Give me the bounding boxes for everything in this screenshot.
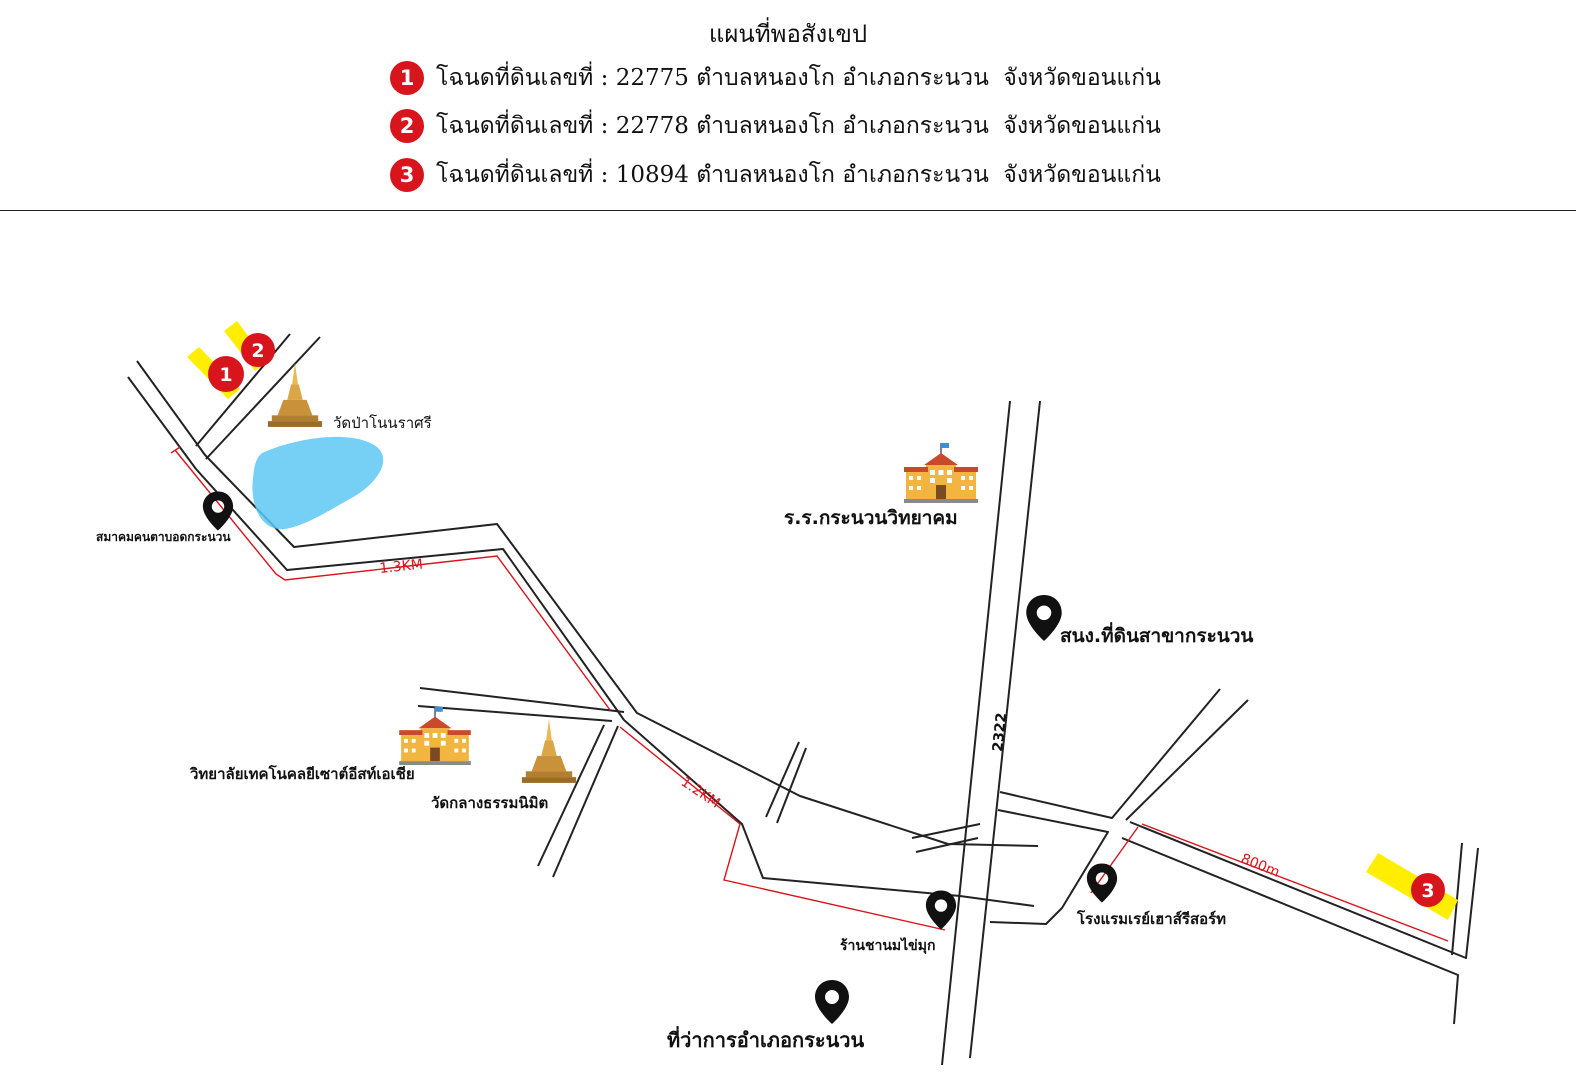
school-icon bbox=[904, 442, 978, 503]
map-header: แผนที่พอสังเขป 1 โฉนดที่ดินเลขที่ : 2277… bbox=[0, 0, 1576, 212]
distance-line-1 bbox=[174, 449, 611, 711]
pond bbox=[252, 436, 384, 530]
hotel-pin-icon bbox=[1086, 863, 1118, 903]
plot-badge-2-label: 2 bbox=[251, 340, 264, 362]
temple-north-label: วัดป่าโนนราศรี bbox=[333, 414, 432, 432]
map-title: แผนที่พอสังเขป bbox=[708, 20, 868, 48]
plot-badge-3 bbox=[1411, 873, 1445, 907]
deed-badge-2: 2 bbox=[390, 109, 424, 143]
tea-shop-label: ร้านชานมไข่มุก bbox=[840, 936, 935, 954]
tea-shop-pin-icon bbox=[925, 890, 957, 930]
distance-label-3: 800m bbox=[1239, 851, 1282, 881]
plot-badge-1 bbox=[208, 356, 244, 392]
road-east-long-a bbox=[1125, 699, 1249, 821]
road-2322-east bbox=[969, 400, 1041, 1059]
deed-badge-1: 1 bbox=[390, 61, 424, 95]
plot-badge-1-label: 1 bbox=[219, 364, 232, 386]
hotel-label: โรงแรมเรย์เฮาส์รีสอร์ท bbox=[1076, 909, 1226, 928]
temple-mid-icon bbox=[521, 719, 577, 783]
district-office-label: ที่ว่าการอำเภอกระนวน bbox=[667, 1025, 864, 1052]
deed-row-3: 3 โฉนดที่ดินเลขที่ : 10894 ตำบลหนองโก อำ… bbox=[390, 155, 1161, 195]
college-icon bbox=[398, 706, 472, 765]
deed-text-2: โฉนดที่ดินเลขที่ : 22778 ตำบลหนองโก อำเภ… bbox=[436, 113, 1161, 139]
road-east-south-edge bbox=[989, 809, 1109, 925]
road-short-west-a bbox=[911, 823, 981, 839]
distance-line-3 bbox=[1141, 823, 1449, 942]
road-south-b bbox=[552, 725, 619, 878]
distance-label-2: 1.2KM bbox=[678, 774, 723, 812]
district-office-pin-icon bbox=[815, 980, 849, 1024]
temple-mid-label: วัดกลางธรรมนิมิต bbox=[431, 794, 548, 812]
deed-badge-3: 3 bbox=[390, 158, 424, 192]
header-divider bbox=[0, 210, 1576, 211]
distance-line-3-tick bbox=[1090, 826, 1139, 894]
distance-tick bbox=[170, 446, 181, 454]
plot-badge-3-label: 3 bbox=[1421, 880, 1434, 902]
road-number-label: 2322 bbox=[990, 712, 1010, 752]
land-office-pin-icon bbox=[1026, 595, 1062, 641]
deed-row-1: 1 โฉนดที่ดินเลขที่ : 22775 ตำบลหนองโก อำ… bbox=[390, 58, 1161, 98]
road-2322-west bbox=[941, 400, 1011, 1066]
road-short-west-b bbox=[915, 837, 979, 853]
road-east-north-edge bbox=[999, 688, 1221, 819]
road-north-branch-b bbox=[205, 336, 321, 460]
road-east-long-north bbox=[1129, 821, 1479, 959]
association-label: สมาคมคนตาบอดกระนวน bbox=[96, 530, 231, 544]
road-west-a bbox=[419, 687, 625, 713]
plot-1-2: 2 1 bbox=[187, 321, 275, 399]
road-east-long-south bbox=[1121, 837, 1459, 1025]
road-east-end-a bbox=[1451, 842, 1463, 956]
school-label: ร.ร.กระนวนวิทยาคม bbox=[784, 507, 958, 529]
temple-north-icon bbox=[267, 363, 323, 427]
association-pin-icon bbox=[202, 491, 234, 531]
college-label: วิทยาลัยเทคโนคลยีเซาต์อีสท์เอเชีย bbox=[189, 764, 414, 783]
road-west-b bbox=[417, 705, 613, 722]
road-ne-spur-a bbox=[765, 741, 800, 818]
distance-label-1: 1.3KM bbox=[379, 557, 424, 577]
deed-row-2: 2 โฉนดที่ดินเลขที่ : 22778 ตำบลหนองโก อำ… bbox=[390, 106, 1161, 146]
road-south-a bbox=[537, 724, 605, 867]
deed-text-1: โฉนดที่ดินเลขที่ : 22775 ตำบลหนองโก อำเภ… bbox=[436, 65, 1161, 91]
distance-lines bbox=[170, 446, 1449, 942]
plot-3: 3 bbox=[1366, 853, 1458, 920]
road-ne-spur-b bbox=[776, 747, 807, 824]
distance-line-2 bbox=[619, 726, 946, 931]
deed-text-3: โฉนดที่ดินเลขที่ : 10894 ตำบลหนองโก อำเภ… bbox=[436, 162, 1161, 188]
plot-badge-2 bbox=[241, 333, 275, 367]
land-office-label: สนง.ที่ดินสาขากระนวน bbox=[1060, 622, 1253, 647]
